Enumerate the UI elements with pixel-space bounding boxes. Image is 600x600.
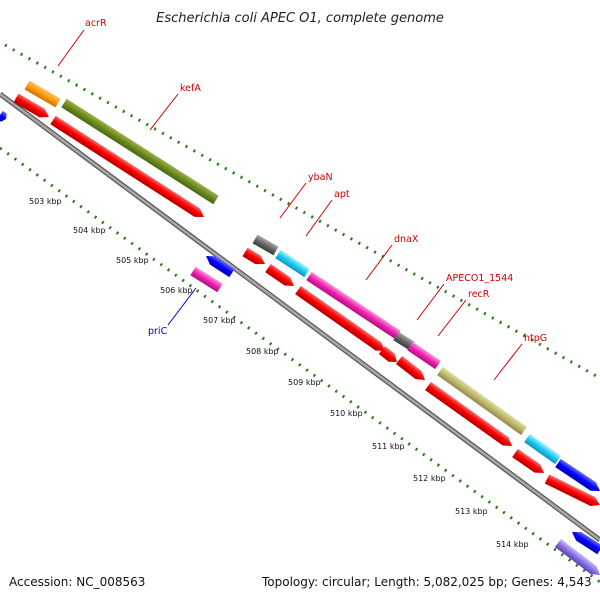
tick-label: 504 kbp [73, 226, 106, 235]
priC-neighbor [206, 256, 235, 278]
pric-blue-left [0, 110, 7, 122]
gene-label-recR: recR [468, 289, 490, 300]
gene-label-APECO1_1544: APECO1_1544 [446, 273, 513, 284]
gc-track-outer [4, 43, 600, 380]
gc-track-inner [0, 146, 600, 584]
ybaN-gene [252, 234, 279, 256]
gene-label-kefA: kefA [180, 83, 201, 94]
gene-label-ybaN: ybaN [308, 172, 333, 183]
blue-gene-lower [572, 532, 600, 555]
tick-label: 512 kbp [413, 474, 446, 483]
apt-gene [275, 249, 310, 278]
acrR-gene [24, 80, 61, 108]
recR-cds [395, 356, 426, 381]
scale-ticks: 503 kbp 504 kbp 505 kbp 506 kbp 507 kbp … [29, 197, 529, 549]
tick-label: 505 kbp [116, 256, 149, 265]
kefA-cds [50, 115, 205, 218]
tick-label: 509 kbp [288, 378, 321, 387]
gene-label-apt: apt [334, 189, 350, 200]
tick-label: 507 kbp [203, 316, 236, 325]
blue-gene-right [555, 458, 600, 492]
dnaX-cds [295, 285, 385, 352]
htpG-cds [425, 381, 513, 447]
acrR-leader [57, 29, 85, 67]
feature-track [0, 80, 600, 575]
acrR-cds [13, 93, 49, 118]
tick-label: 503 kbp [29, 197, 62, 206]
ybaN-cds [242, 247, 265, 265]
ybaN-leader [279, 182, 307, 219]
map-title: Escherichia coli APEC O1, complete genom… [156, 11, 444, 26]
tick-label: 508 kbp [246, 347, 279, 356]
tick-label: 510 kbp [330, 409, 363, 418]
recR-leader [437, 299, 467, 337]
gene-label-acrR: acrR [85, 18, 107, 29]
kefA-leader [149, 93, 179, 131]
tick-label: 511 kbp [372, 442, 405, 451]
gene-label-dnaX: dnaX [394, 234, 419, 245]
red-cds-3 [544, 474, 600, 506]
htpG-leader [493, 343, 523, 381]
violet-gene [554, 539, 600, 575]
kefA-gene [61, 98, 219, 205]
gene-labels: acrR kefA ybaN apt dnaX APECO1_1544 recR… [85, 18, 547, 344]
red-cds-2 [512, 448, 544, 473]
tick-label: 513 kbp [455, 507, 488, 516]
dnaX-cds-tail [378, 346, 398, 363]
gene-label-priC: priC [148, 326, 168, 337]
APECO1_1544-leader [416, 283, 445, 321]
genome-backbone [0, 91, 600, 543]
dnaX-leader [365, 244, 393, 281]
tick-label: 514 kbp [496, 540, 529, 549]
apt-leader [305, 199, 333, 237]
accession-text: Accession: NC_008563 [9, 575, 145, 589]
priC-leader [167, 287, 197, 326]
apt-cds [265, 263, 294, 286]
gene-label-htpG: htpG [524, 333, 547, 344]
tick-label: 506 kbp [160, 286, 193, 295]
label-leaders [57, 29, 523, 381]
priC-gene [190, 266, 223, 293]
topology-text: Topology: circular; Length: 5,082,025 bp… [261, 575, 592, 589]
cyan-gene-2 [524, 433, 561, 465]
dnaX-gene [306, 271, 401, 340]
recR-gene [407, 341, 441, 370]
APECO1_1544-gene [393, 331, 415, 351]
htpG-gene [437, 366, 527, 436]
